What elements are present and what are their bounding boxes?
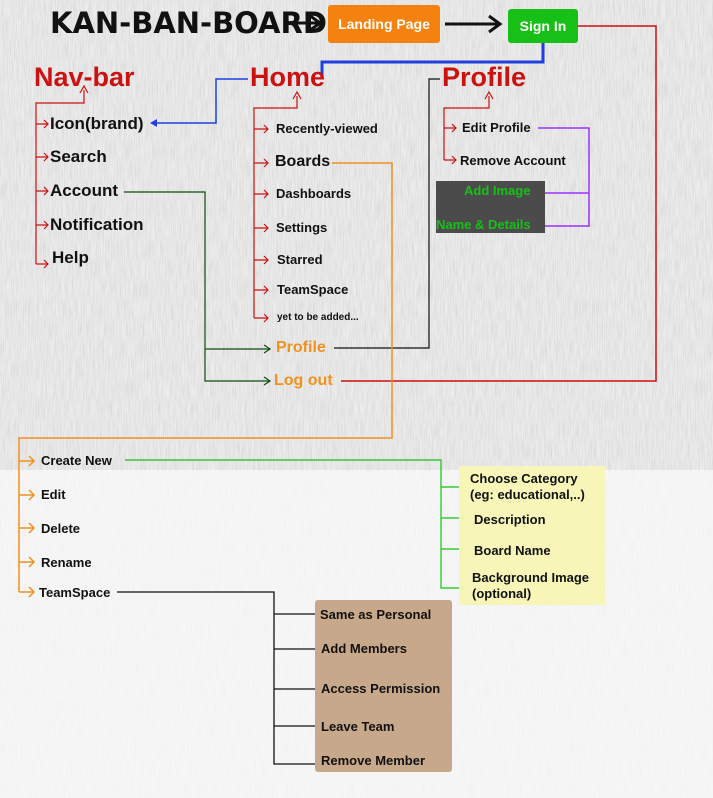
home-heading: Home (250, 62, 326, 92)
navbar-item-account: Account (50, 181, 118, 200)
create-option-description: Description (474, 512, 546, 527)
board-item-teamspace: TeamSpace (39, 585, 111, 600)
create-option-background-image: Background Image (optional) (472, 570, 590, 601)
home-item-recently-viewed: Recently-viewed (276, 121, 378, 136)
landing-page-label: Landing Page (338, 16, 430, 32)
navbar-item-icon-brand: Icon(brand) (50, 114, 144, 133)
home-logout-link: Log out (274, 372, 333, 389)
teamspace-option-add-members: Add Members (321, 641, 407, 656)
teamspace-options-box (315, 600, 452, 772)
profile-edit-options-box (436, 181, 545, 233)
profile-option-name-details: Name & Details (436, 217, 531, 232)
board-item-rename: Rename (41, 555, 92, 570)
profile-heading: Profile (442, 62, 527, 92)
board-item-create-new: Create New (41, 453, 112, 468)
create-option-choose-category: Choose Category (eg: educational,..) (470, 471, 585, 502)
profile-item-remove-account: Remove Account (460, 153, 566, 168)
home-item-starred: Starred (277, 252, 323, 267)
profile-item-edit-profile: Edit Profile (462, 120, 531, 135)
navbar-item-search: Search (50, 147, 107, 166)
landing-page-box: Landing Page (328, 5, 440, 43)
home-profile-link: Profile (276, 339, 326, 356)
diagram-title: KAN-BAN-BOARD (50, 6, 327, 40)
navbar-item-help: Help (52, 248, 89, 267)
home-item-boards: Boards (275, 153, 331, 170)
teamspace-option-leave-team: Leave Team (321, 719, 395, 734)
teamspace-option-access-permission: Access Permission (321, 681, 441, 696)
teamspace-option-remove-member: Remove Member (321, 753, 426, 768)
create-option-board-name: Board Name (474, 543, 551, 558)
sign-in-box: Sign In (508, 9, 578, 43)
profile-option-add-image: Add Image (464, 183, 531, 198)
board-item-edit: Edit (41, 487, 66, 502)
navbar-heading: Nav-bar (34, 62, 135, 92)
home-item-teamspace: TeamSpace (277, 282, 349, 297)
create-new-options-box (459, 466, 605, 605)
navbar-item-notification: Notification (50, 215, 144, 234)
board-item-delete: Delete (41, 521, 81, 536)
home-item-dashboards: Dashboards (276, 186, 352, 201)
home-item-settings: Settings (276, 220, 328, 235)
home-item-yet-to-be-added: yet to be added... (277, 312, 359, 323)
teamspace-option-same-as-personal: Same as Personal (320, 607, 432, 622)
sign-in-label: Sign In (519, 18, 567, 34)
